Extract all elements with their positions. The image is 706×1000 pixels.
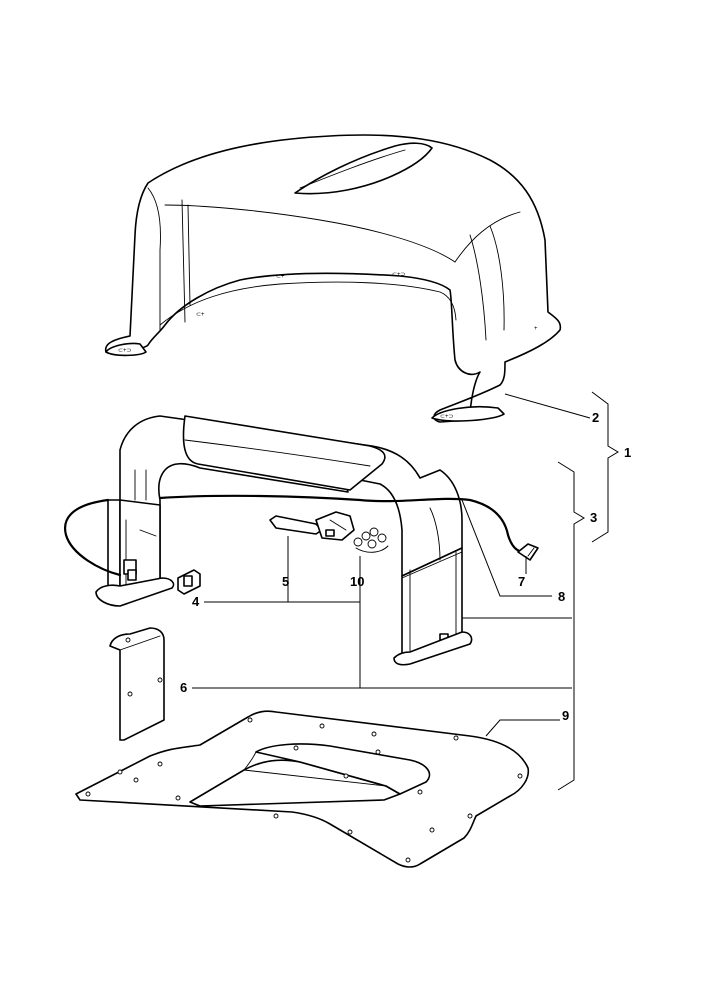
leader-lines	[192, 391, 619, 791]
callout-9: 9	[562, 708, 569, 723]
callout-4: 4	[192, 594, 200, 609]
cable-connector	[517, 543, 539, 561]
outer-cover: ⊂+⊃ ⊂+⊃ ⊂+ ⊂+⊃ ⊂+ +	[104, 134, 562, 423]
svg-text:+: +	[534, 326, 538, 332]
base-plate	[75, 710, 530, 868]
svg-text:⊂+: ⊂+	[196, 312, 205, 318]
callout-10: 10	[350, 574, 364, 589]
callout-1: 1	[624, 445, 631, 460]
clip-set	[353, 527, 389, 553]
svg-text:⊂+⊃: ⊂+⊃	[392, 272, 406, 278]
callout-labels: 2 1 3 4 5 10 7 8 6 9	[180, 410, 631, 723]
callout-8: 8	[558, 589, 565, 604]
svg-text:⊂+⊃: ⊂+⊃	[118, 348, 132, 354]
callout-3: 3	[590, 510, 597, 525]
callout-7: 7	[518, 574, 525, 589]
inner-frame	[64, 415, 526, 666]
callout-2: 2	[592, 410, 599, 425]
callout-6: 6	[180, 680, 187, 695]
callout-5: 5	[282, 574, 289, 589]
svg-text:⊂+: ⊂+	[276, 274, 285, 280]
side-panel	[109, 627, 165, 741]
lever-part	[269, 511, 355, 541]
svg-text:⊂+⊃: ⊂+⊃	[440, 414, 454, 420]
switch-part	[177, 569, 201, 595]
